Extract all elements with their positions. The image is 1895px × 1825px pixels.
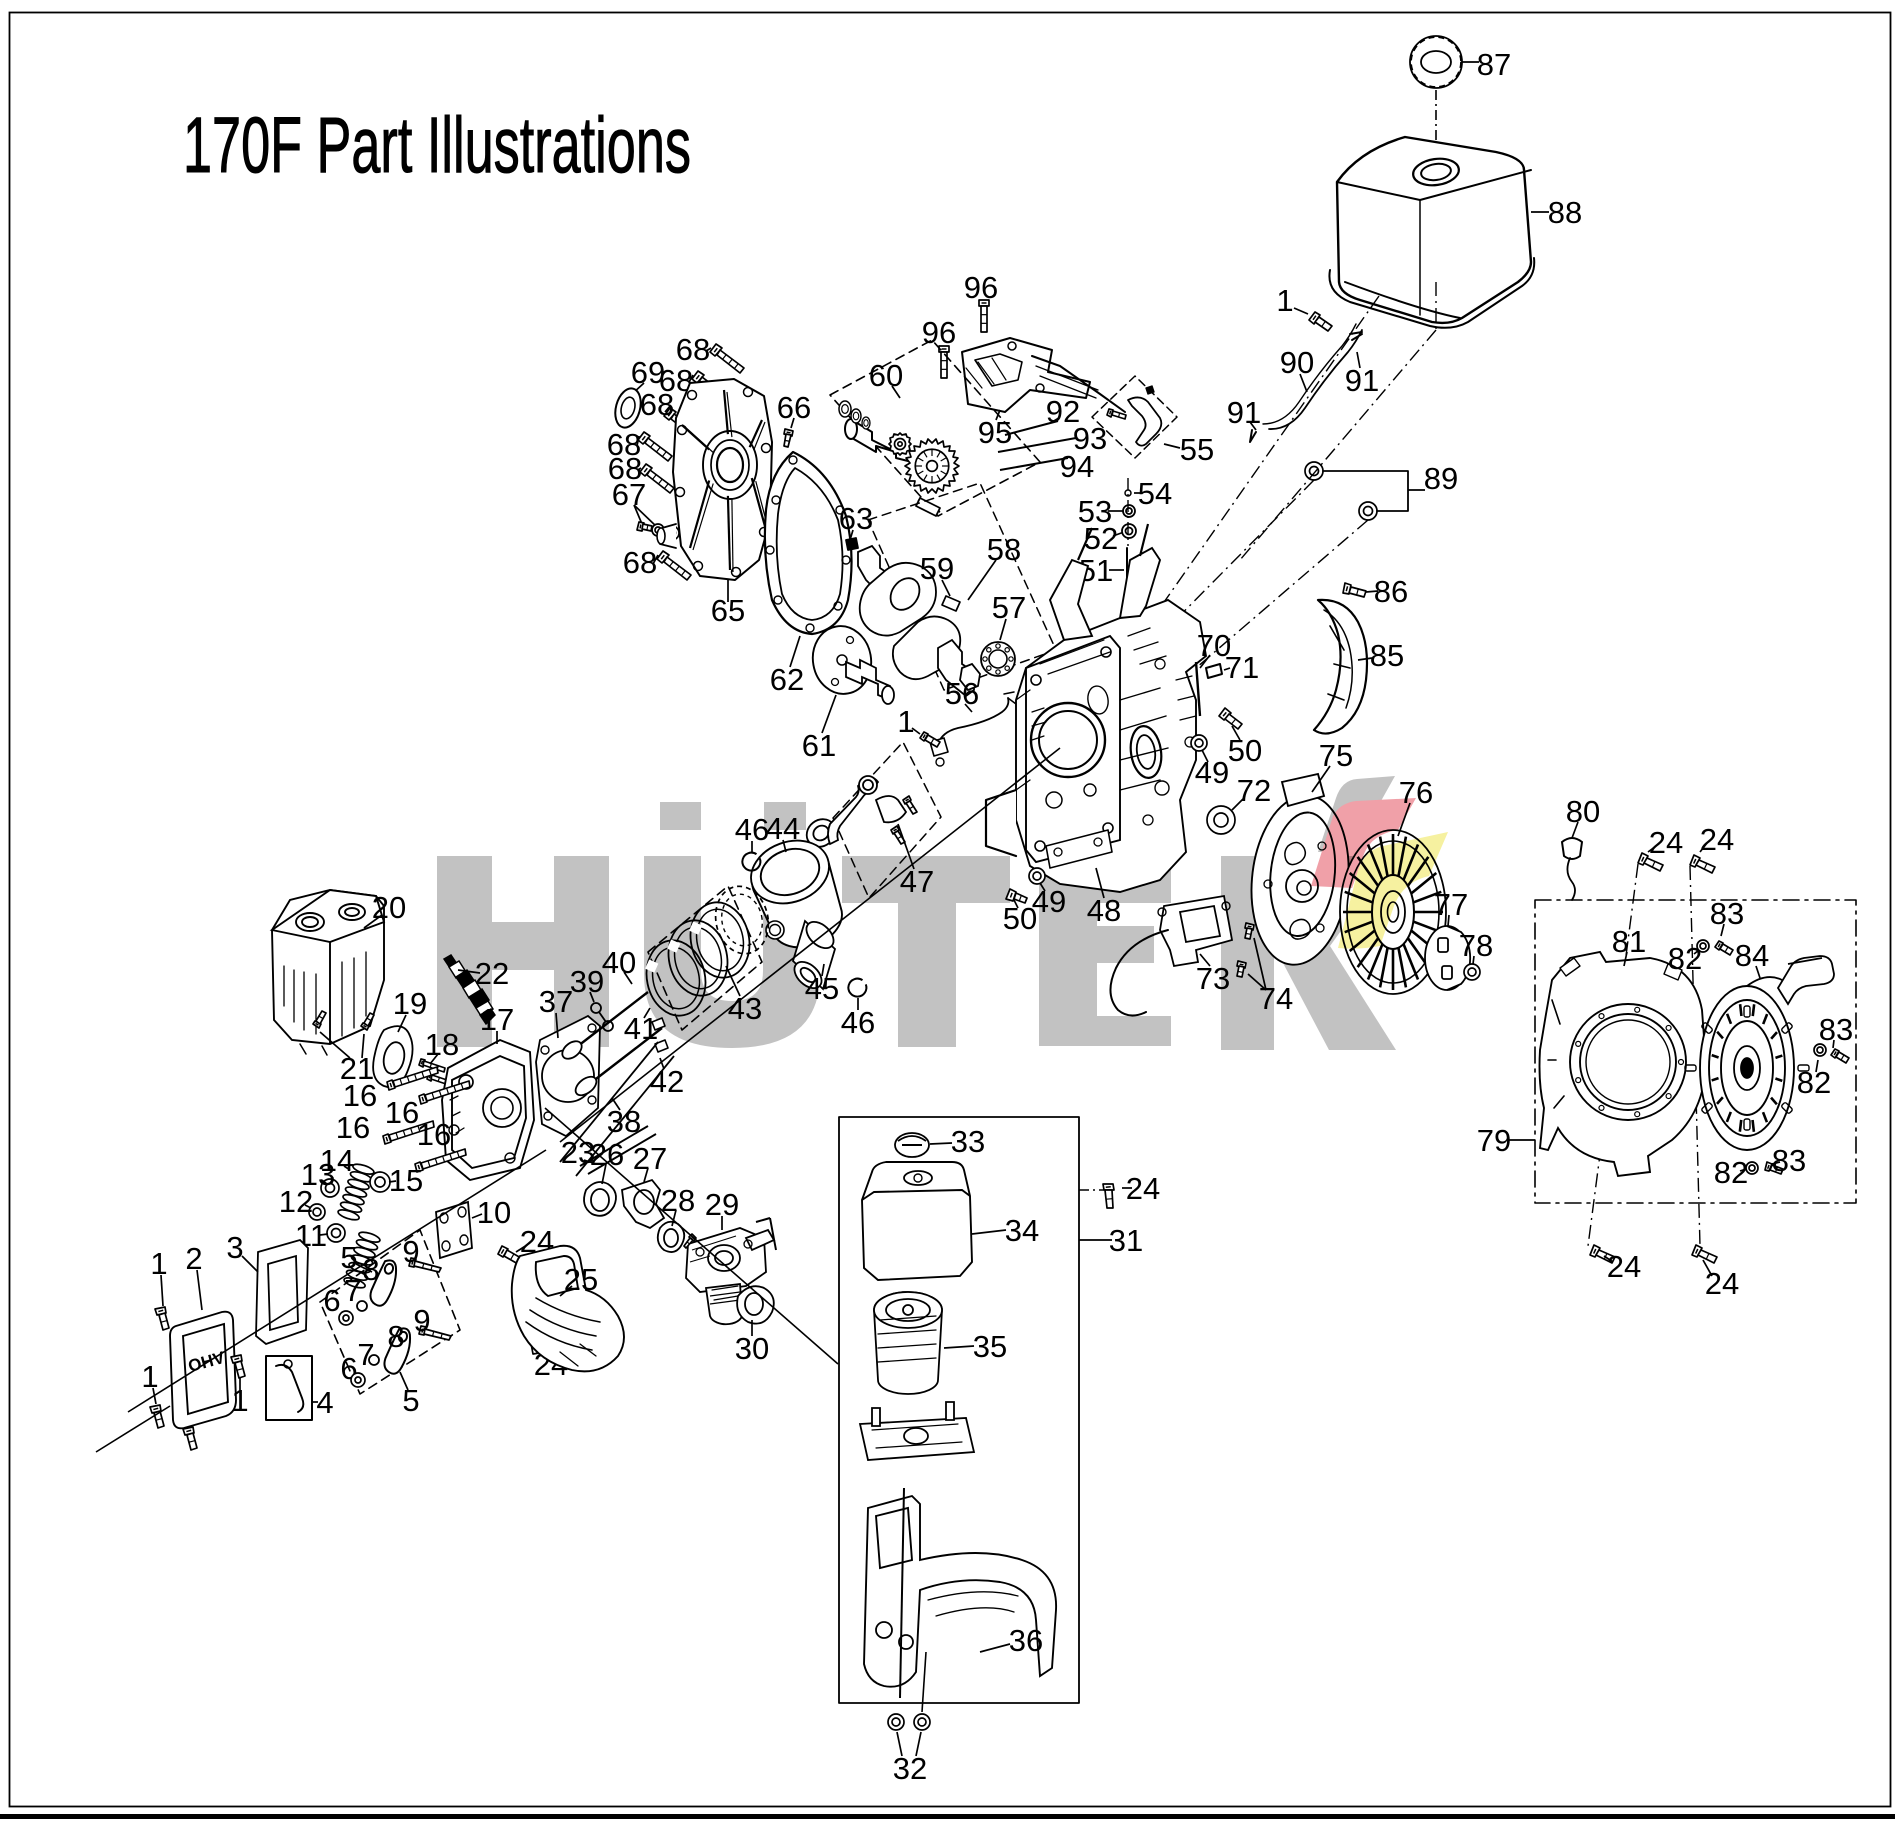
svg-text:36: 36 [1009, 1623, 1043, 1658]
svg-text:8: 8 [362, 1252, 379, 1287]
svg-text:52: 52 [1084, 521, 1118, 556]
svg-text:170F Part Illustrations: 170F Part Illustrations [183, 100, 691, 189]
svg-text:75: 75 [1319, 738, 1353, 773]
svg-text:82: 82 [1668, 941, 1702, 976]
svg-text:59: 59 [920, 551, 954, 586]
svg-text:68: 68 [676, 332, 710, 367]
svg-text:31: 31 [1109, 1223, 1143, 1258]
svg-text:83: 83 [1710, 896, 1744, 931]
svg-text:81: 81 [1612, 924, 1646, 959]
svg-text:33: 33 [951, 1124, 985, 1159]
svg-text:50: 50 [1003, 901, 1037, 936]
svg-text:40: 40 [602, 945, 636, 980]
svg-text:42: 42 [650, 1064, 684, 1099]
svg-text:18: 18 [425, 1027, 459, 1062]
svg-text:56: 56 [945, 676, 979, 711]
svg-text:26: 26 [590, 1137, 624, 1172]
svg-text:95: 95 [978, 415, 1012, 450]
svg-text:80: 80 [1566, 794, 1600, 829]
svg-text:79: 79 [1477, 1123, 1511, 1158]
svg-text:82: 82 [1714, 1155, 1748, 1190]
svg-text:65: 65 [711, 593, 745, 628]
svg-text:1: 1 [1276, 283, 1293, 318]
svg-text:27: 27 [633, 1141, 667, 1176]
svg-text:24: 24 [1607, 1249, 1641, 1284]
svg-text:4: 4 [316, 1385, 333, 1420]
svg-text:48: 48 [1087, 893, 1121, 928]
svg-text:68: 68 [640, 387, 674, 422]
svg-text:39: 39 [570, 964, 604, 999]
svg-text:50: 50 [1228, 733, 1262, 768]
svg-text:74: 74 [1259, 981, 1293, 1016]
svg-text:10: 10 [477, 1195, 511, 1230]
svg-text:12: 12 [279, 1184, 313, 1219]
svg-text:67: 67 [612, 477, 646, 512]
svg-text:1: 1 [150, 1246, 167, 1281]
svg-text:90: 90 [1280, 345, 1314, 380]
svg-text:2: 2 [185, 1241, 202, 1276]
svg-text:77: 77 [1434, 887, 1468, 922]
svg-text:72: 72 [1237, 773, 1271, 808]
svg-text:57: 57 [992, 590, 1026, 625]
svg-text:83: 83 [1772, 1143, 1806, 1178]
svg-text:24: 24 [1700, 822, 1734, 857]
svg-text:96: 96 [922, 315, 956, 350]
svg-text:85: 85 [1370, 638, 1404, 673]
svg-text:87: 87 [1477, 47, 1511, 82]
svg-text:24: 24 [1649, 825, 1683, 860]
svg-text:19: 19 [393, 986, 427, 1021]
svg-text:58: 58 [987, 532, 1021, 567]
svg-text:71: 71 [1225, 650, 1259, 685]
svg-text:73: 73 [1196, 961, 1230, 996]
svg-text:86: 86 [1374, 574, 1408, 609]
svg-text:5: 5 [402, 1383, 419, 1418]
svg-text:46: 46 [841, 1005, 875, 1040]
svg-text:60: 60 [869, 358, 903, 393]
svg-text:30: 30 [735, 1331, 769, 1366]
svg-text:55: 55 [1180, 432, 1214, 467]
svg-text:16: 16 [417, 1117, 451, 1152]
svg-text:91: 91 [1227, 395, 1261, 430]
svg-text:32: 32 [893, 1751, 927, 1786]
svg-text:16: 16 [385, 1095, 419, 1130]
svg-text:20: 20 [372, 890, 406, 925]
svg-text:84: 84 [1735, 938, 1769, 973]
svg-text:88: 88 [1548, 195, 1582, 230]
svg-text:34: 34 [1005, 1213, 1039, 1248]
svg-text:61: 61 [802, 728, 836, 763]
svg-text:41: 41 [624, 1011, 658, 1046]
svg-text:62: 62 [770, 662, 804, 697]
svg-text:35: 35 [973, 1329, 1007, 1364]
svg-text:82: 82 [1797, 1065, 1831, 1100]
svg-text:91: 91 [1345, 363, 1379, 398]
svg-text:83: 83 [1819, 1012, 1853, 1047]
svg-text:16: 16 [343, 1078, 377, 1113]
svg-text:3: 3 [226, 1230, 243, 1265]
svg-text:78: 78 [1459, 928, 1493, 963]
svg-text:1: 1 [897, 704, 914, 739]
svg-text:89: 89 [1424, 461, 1458, 496]
svg-text:1: 1 [141, 1359, 158, 1394]
svg-text:69: 69 [631, 355, 665, 390]
svg-text:63: 63 [839, 501, 873, 536]
svg-text:9: 9 [413, 1303, 430, 1338]
svg-text:16: 16 [336, 1110, 370, 1145]
svg-text:68: 68 [623, 545, 657, 580]
svg-text:45: 45 [805, 971, 839, 1006]
svg-text:49: 49 [1195, 755, 1229, 790]
svg-text:94: 94 [1060, 449, 1094, 484]
svg-text:25: 25 [564, 1262, 598, 1297]
svg-text:54: 54 [1138, 476, 1172, 511]
svg-text:8: 8 [387, 1319, 404, 1354]
